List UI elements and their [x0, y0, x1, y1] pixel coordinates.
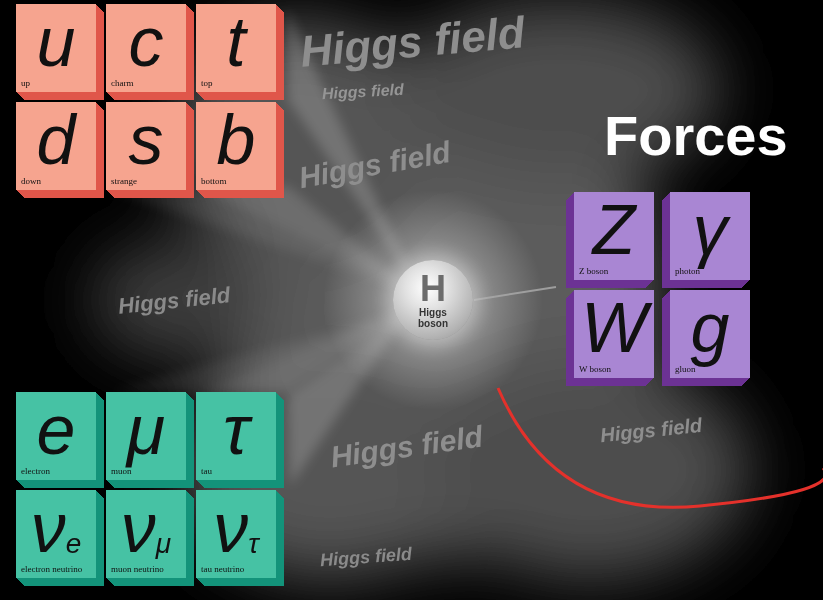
- particle-name: muon: [111, 466, 132, 477]
- particle-name: charm: [111, 78, 134, 89]
- particle-symbol: Z: [593, 194, 636, 266]
- field-watermark: Higgs field: [599, 415, 703, 446]
- field-watermark: Higgs field: [299, 10, 527, 73]
- particle-symbol: d: [37, 104, 76, 176]
- particle-symbol: μ: [127, 394, 165, 466]
- quark-box: t top: [196, 4, 276, 92]
- particle-symbol: g: [691, 292, 730, 364]
- particle-symbol: νμ: [121, 492, 171, 564]
- particle-name: down: [21, 176, 41, 187]
- particle-name: photon: [675, 266, 700, 277]
- force-boson-box: γphoton: [670, 192, 750, 280]
- quark-box: bbottom: [196, 102, 276, 190]
- quark-box: sstrange: [106, 102, 186, 190]
- lepton-box: ντtau neutrino: [196, 490, 276, 578]
- particle-symbol: u: [37, 6, 76, 78]
- particle-name: muon neutrino: [111, 564, 164, 575]
- particle-symbol: e: [37, 394, 76, 466]
- particle-symbol: b: [217, 104, 256, 176]
- lepton-box: eelectron: [16, 392, 96, 480]
- field-watermark: Higgs field: [322, 82, 405, 102]
- particle-symbol: γ: [693, 194, 728, 266]
- particle-symbol: t: [226, 6, 245, 78]
- force-boson-box: WW boson: [574, 290, 654, 378]
- particle-name: strange: [111, 176, 137, 187]
- particle-symbol: W: [581, 292, 647, 364]
- particle-symbol: τ: [223, 394, 249, 466]
- lepton-box: νμmuon neutrino: [106, 490, 186, 578]
- particle-name: Higgs boson: [411, 307, 455, 329]
- field-watermark: Higgs field: [297, 137, 453, 193]
- particle-symbol: ντ: [213, 492, 258, 564]
- field-watermark: Higgs field: [329, 421, 485, 472]
- particle-name: tau: [201, 466, 212, 477]
- particle-symbol: s: [129, 104, 164, 176]
- particle-name: up: [21, 78, 30, 89]
- lepton-box: μmuon: [106, 392, 186, 480]
- force-boson-box: ZZ boson: [574, 192, 654, 280]
- higgs-link-line: [474, 287, 556, 300]
- quark-box: ccharm: [106, 4, 186, 92]
- particle-symbol: H: [420, 271, 446, 307]
- particle-name: electron: [21, 466, 50, 477]
- lepton-box: τtau: [196, 392, 276, 480]
- particle-name: electron neutrino: [21, 564, 82, 575]
- red-arc: [498, 388, 823, 507]
- particle-symbol: c: [129, 6, 164, 78]
- field-watermark: Higgs field: [117, 284, 231, 318]
- field-cloud: [90, 0, 750, 580]
- force-boson-box: ggluon: [670, 290, 750, 378]
- particle-symbol: νe: [31, 492, 82, 564]
- particle-name: tau neutrino: [201, 564, 244, 575]
- quark-box: uup: [16, 4, 96, 92]
- particle-name: top: [201, 78, 213, 89]
- field-watermark: Higgs field: [319, 545, 412, 569]
- group-heading: Forces: [604, 108, 788, 164]
- quark-box: ddown: [16, 102, 96, 190]
- particle-name: W boson: [579, 364, 611, 375]
- particle-name: gluon: [675, 364, 696, 375]
- lepton-box: νeelectron neutrino: [16, 490, 96, 578]
- higgs-boson-circle: HHiggs boson: [393, 260, 473, 340]
- particle-name: Z boson: [579, 266, 608, 277]
- particle-name: bottom: [201, 176, 227, 187]
